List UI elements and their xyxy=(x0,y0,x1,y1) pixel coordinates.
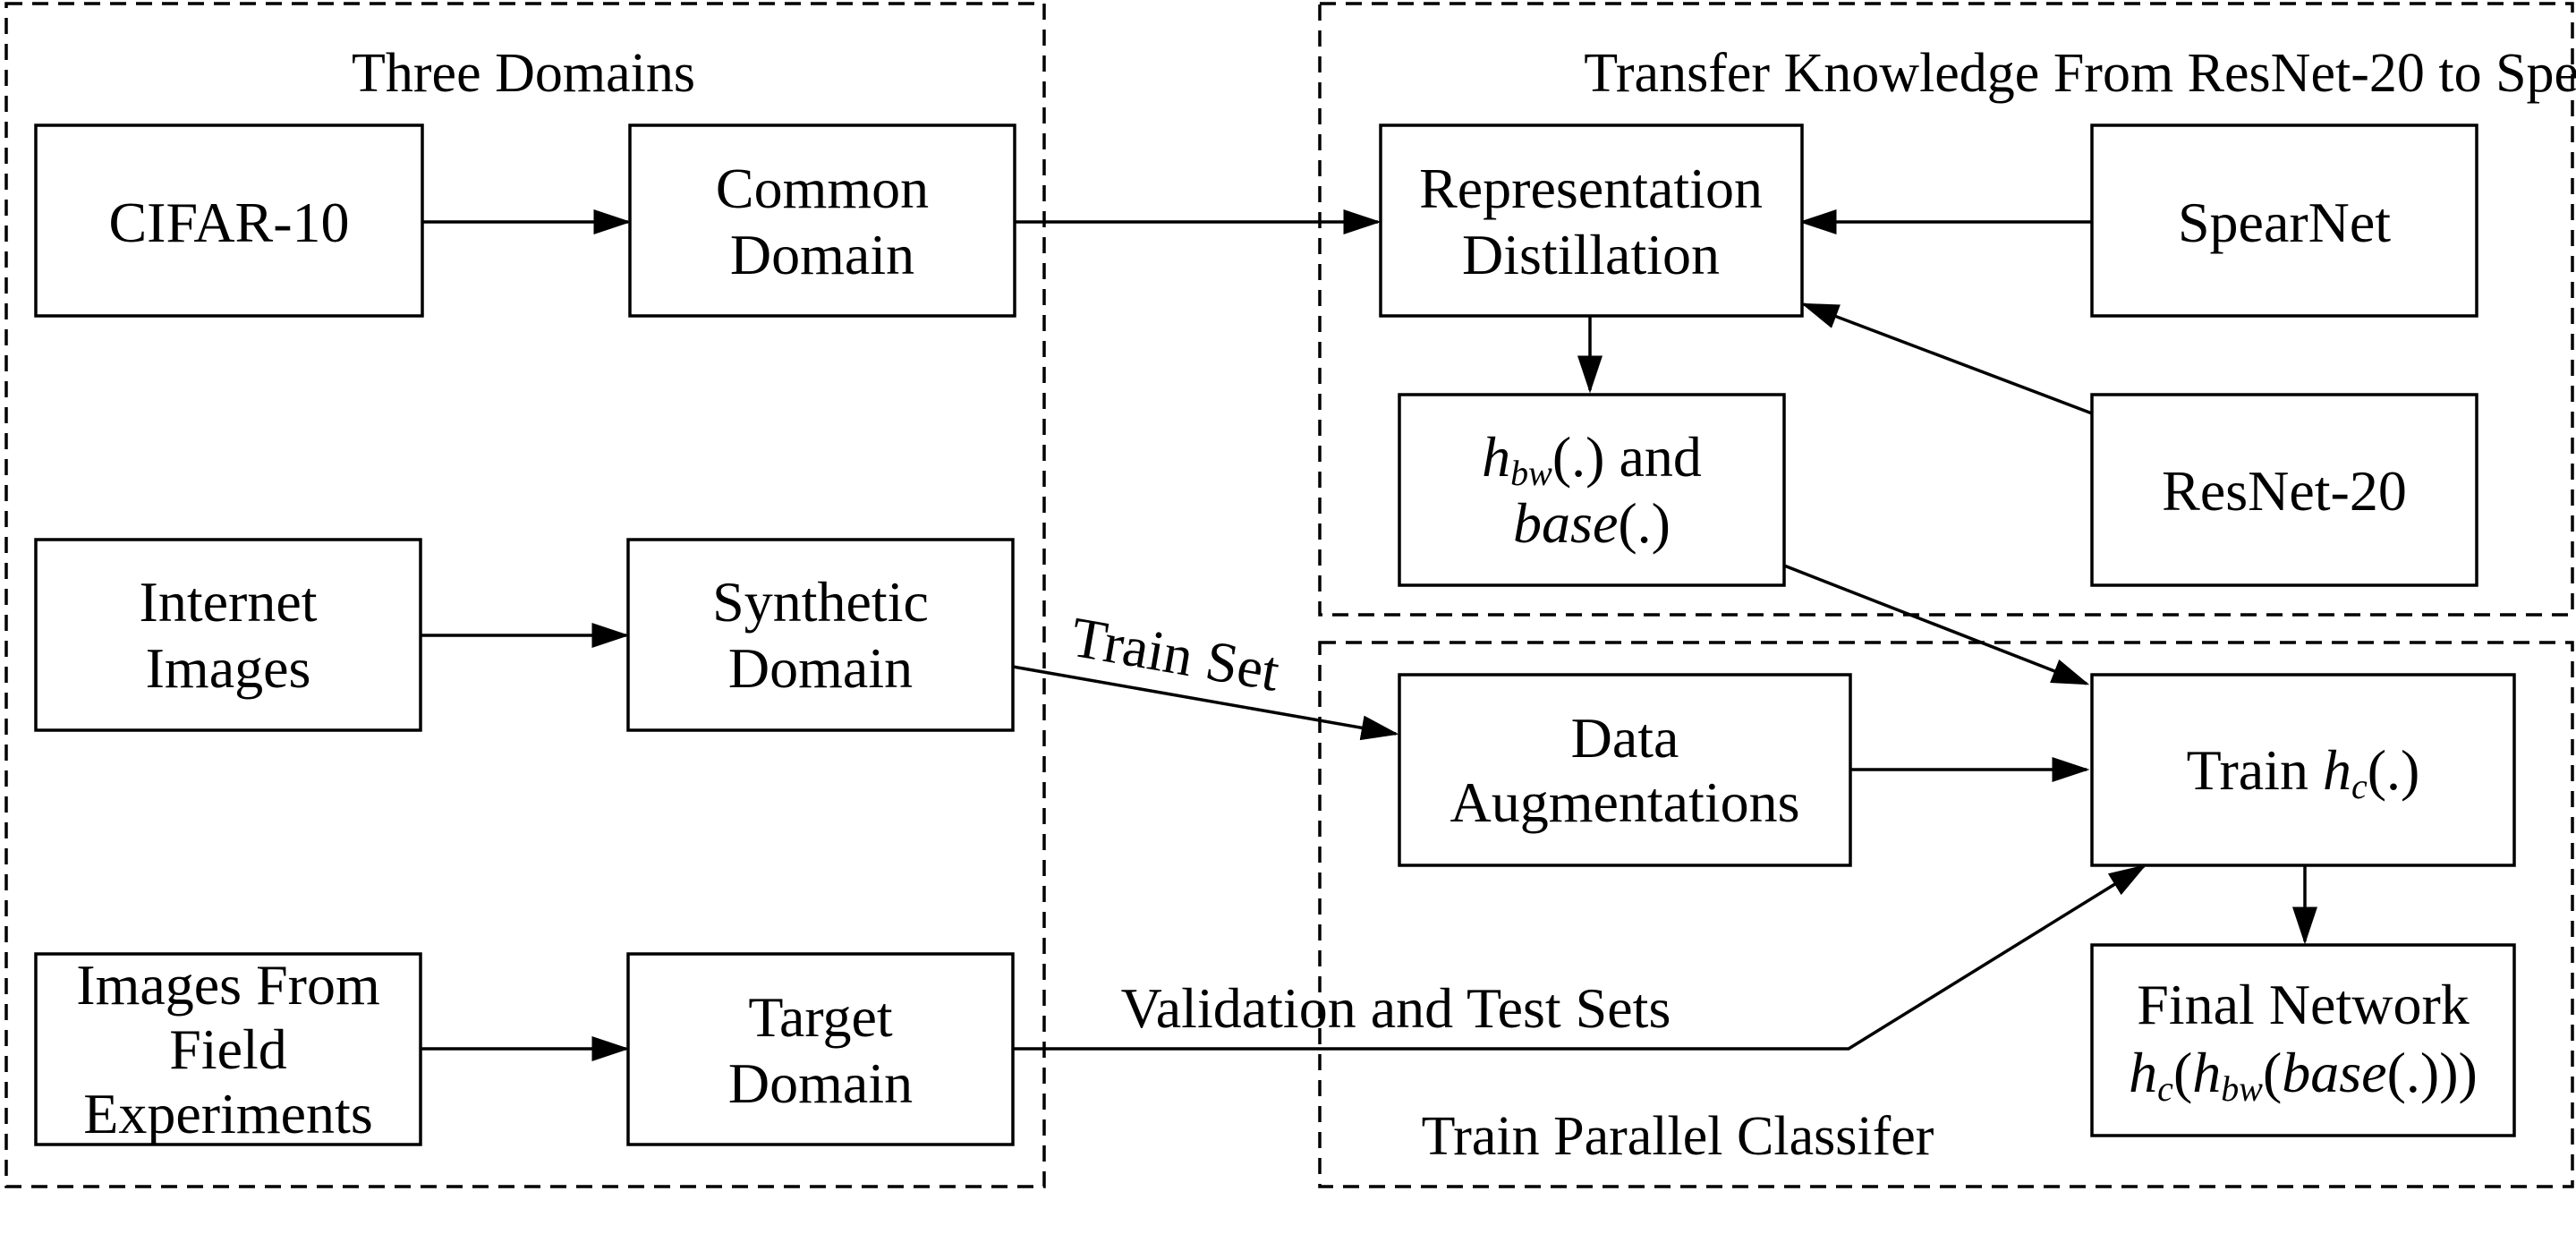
node-cifar-10: CIFAR-10 xyxy=(34,123,424,318)
node-data-augmentations: Data Augmentations xyxy=(1398,673,1852,867)
node-final-line2: hc(hbw(base(.))) xyxy=(2129,1041,2478,1109)
node-repdist-line1: Representation xyxy=(1419,157,1763,220)
node-target-domain-line1: Target xyxy=(748,985,893,1049)
label-train-set: Train Set xyxy=(1067,605,1284,703)
node-resnet-20-label: ResNet-20 xyxy=(2162,459,2407,523)
node-common-domain-line2: Domain xyxy=(730,223,914,286)
node-target-domain-line2: Domain xyxy=(728,1051,913,1115)
node-repdist-line2: Distillation xyxy=(1462,223,1720,286)
node-final-network: Final Network hc(hbw(base(.))) xyxy=(2090,943,2516,1137)
node-final-line1: Final Network xyxy=(2137,973,2470,1036)
node-cifar-10-label: CIFAR-10 xyxy=(108,191,349,254)
node-augment-line2: Augmentations xyxy=(1450,770,1799,834)
node-internet-images: Internet Images xyxy=(34,538,422,732)
node-common-domain-line1: Common xyxy=(716,157,929,220)
node-augment-line1: Data xyxy=(1571,706,1679,770)
node-field-line2: Field xyxy=(169,1017,287,1081)
node-train-hc-label: Train hc(.) xyxy=(2187,738,2420,806)
node-internet-images-line1: Internet xyxy=(140,570,318,634)
node-hbw-line1: hbw(.) and xyxy=(1482,425,1702,493)
region-train-parallel-classifier xyxy=(1318,641,2574,1188)
title-transfer-knowledge: Transfer Knowledge From ResNet-20 to Spe… xyxy=(1584,43,2576,104)
node-spearnet-label: SpearNet xyxy=(2178,191,2391,254)
node-hbw-line2: base(.) xyxy=(1513,491,1671,555)
node-resnet-20: ResNet-20 xyxy=(2090,393,2478,587)
region-three-domains xyxy=(4,2,1046,1188)
node-hbw-and-base: hbw(.) and base(.) xyxy=(1398,393,1786,587)
node-representation-distillation: Representation Distillation xyxy=(1379,123,1804,318)
node-internet-images-line2: Images xyxy=(146,636,311,700)
arrow-hbw-to-trainhc xyxy=(1783,564,2090,685)
arrow-synthetic-to-augment xyxy=(1012,665,1399,741)
arrow-target-to-trainhc xyxy=(1013,864,2147,1051)
node-common-domain: Common Domain xyxy=(628,123,1016,318)
node-synthetic-domain: Synthetic Domain xyxy=(626,538,1015,732)
node-images-from-field-experiments: Images From Field Experiments xyxy=(34,952,422,1146)
node-train-hc: Train hc(.) xyxy=(2090,673,2516,867)
node-target-domain: Target Domain xyxy=(626,952,1015,1146)
node-synthetic-domain-line1: Synthetic xyxy=(712,570,929,634)
node-field-line1: Images From xyxy=(76,953,380,1017)
title-three-domains: Three Domains xyxy=(352,43,695,104)
label-validation-test-sets: Validation and Test Sets xyxy=(1121,976,1671,1040)
arrow-resnet-to-repdist xyxy=(1800,302,2093,415)
node-field-line3: Experiments xyxy=(83,1082,372,1145)
region-transfer-knowledge xyxy=(1318,2,2574,617)
node-synthetic-domain-line2: Domain xyxy=(728,636,913,700)
title-train-parallel-classifier: Train Parallel Classifer xyxy=(1422,1106,1934,1167)
node-spearnet: SpearNet xyxy=(2090,123,2478,318)
